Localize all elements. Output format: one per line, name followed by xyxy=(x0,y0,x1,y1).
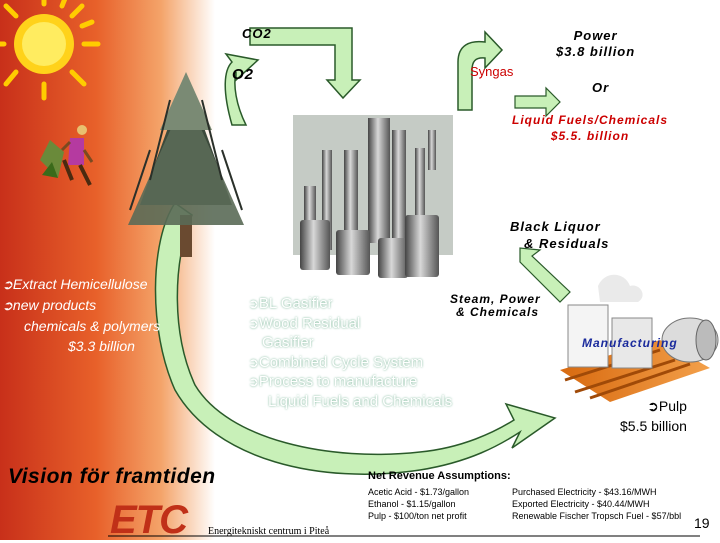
revenue-item: Ethanol - $1.15/gallon xyxy=(368,499,456,509)
hemicellulose-list: ➲Extract Hemicellulose ➲new products che… xyxy=(2,274,160,356)
organization-name: Energitekniskt centrum i Piteå xyxy=(208,526,330,537)
page-number: 19 xyxy=(694,515,710,531)
revenue-item: Exported Electricity - $40.44/MWH xyxy=(512,499,650,509)
pulp-line-1: ➲Pulp xyxy=(647,398,687,414)
cycle-arrow xyxy=(154,201,557,475)
black-liquor-label: Black Liquor & Residuals xyxy=(510,218,609,252)
arrow-bullet-icon: ➲ xyxy=(2,298,13,313)
etc-logo: ETC xyxy=(110,498,188,542)
vision-title: Vision för framtiden xyxy=(8,465,216,488)
pulp-line-2: $5.5 billion xyxy=(620,418,687,434)
arrow-bullet-icon: ➲ xyxy=(248,315,259,331)
power-label: Power $3.8 billion xyxy=(556,28,635,60)
arrow-bullet-icon: ➲ xyxy=(2,277,13,292)
center-item-1: ➲BL Gasifier xyxy=(248,295,333,312)
revenue-heading: Net Revenue Assumptions: xyxy=(368,470,511,482)
manufacturing-icon xyxy=(560,274,719,402)
revenue-column-2: Purchased Electricity - $43.16/MWH Expor… xyxy=(512,486,681,522)
arrow-bullet-icon: ➲ xyxy=(248,374,259,389)
revenue-item: Acetic Acid - $1.73/gallon xyxy=(368,487,470,497)
power-line-1: Power xyxy=(573,28,618,43)
steam-power-label: Steam, Power & Chemicals xyxy=(450,293,541,319)
sun-icon xyxy=(0,0,101,101)
steam-line-1: Steam, Power xyxy=(450,292,541,306)
center-item-2: ➲Wood Residual xyxy=(248,314,361,332)
revenue-item: Renewable Fischer Tropsch Fuel - $57/bbl xyxy=(512,511,682,521)
side-item-1: ➲Extract Hemicellulose xyxy=(2,276,148,292)
to-power-arrow xyxy=(514,86,561,118)
liquid-fuels-label: Liquid Fuels/Chemicals $5.5. billion xyxy=(512,112,668,144)
syngas-label: Syngas xyxy=(470,64,514,79)
revenue-column-1: Acetic Acid - $1.73/gallon Ethanol - $1.… xyxy=(368,486,469,522)
manufacturing-label: Manufacturing xyxy=(582,336,678,350)
revenue-item: Pulp - $100/ton net profit xyxy=(368,511,467,521)
pulp-label: ➲Pulp $5.5 billion xyxy=(620,396,687,436)
arrow-bullet-icon: ➲ xyxy=(248,354,259,370)
liquid-line-2: $5.5. billion xyxy=(550,129,630,143)
or-label: Or xyxy=(592,80,610,95)
process-list: ➲BL Gasifier ➲Wood Residual Gasifier ➲Co… xyxy=(248,294,452,411)
center-item-4: ➲Process to manufacture xyxy=(248,373,418,390)
o2-label: O2 xyxy=(232,66,255,83)
power-line-2: $3.8 billion xyxy=(556,44,636,59)
black-liquor-arrow xyxy=(519,247,571,303)
black-line-2: & Residuals xyxy=(524,236,610,251)
co2-label: CO2 xyxy=(242,26,272,41)
tree-icon xyxy=(128,72,244,257)
side-item-2: ➲new products xyxy=(2,297,97,313)
o2-arrow xyxy=(224,52,260,126)
side-line-4: $3.3 billion xyxy=(68,338,135,354)
arrow-bullet-icon: ➲ xyxy=(248,296,259,311)
side-line-3: chemicals & polymers xyxy=(24,318,161,334)
syngas-arrow xyxy=(457,30,504,111)
center-item-3: ➲Combined Cycle System xyxy=(248,353,424,371)
black-line-1: Black Liquor xyxy=(510,219,601,234)
plant-tanks-icon xyxy=(293,115,453,278)
liquid-line-1: Liquid Fuels/Chemicals xyxy=(512,113,669,127)
co2-arrow xyxy=(249,27,362,100)
revenue-item: Purchased Electricity - $43.16/MWH xyxy=(512,487,657,497)
steam-line-2: & Chemicals xyxy=(456,305,540,319)
center-item-4b: Liquid Fuels and Chemicals xyxy=(268,392,453,410)
arrow-bullet-icon: ➲ xyxy=(647,398,659,414)
center-item-2b: Gasifier xyxy=(262,334,314,351)
gardener-icon xyxy=(40,125,94,186)
